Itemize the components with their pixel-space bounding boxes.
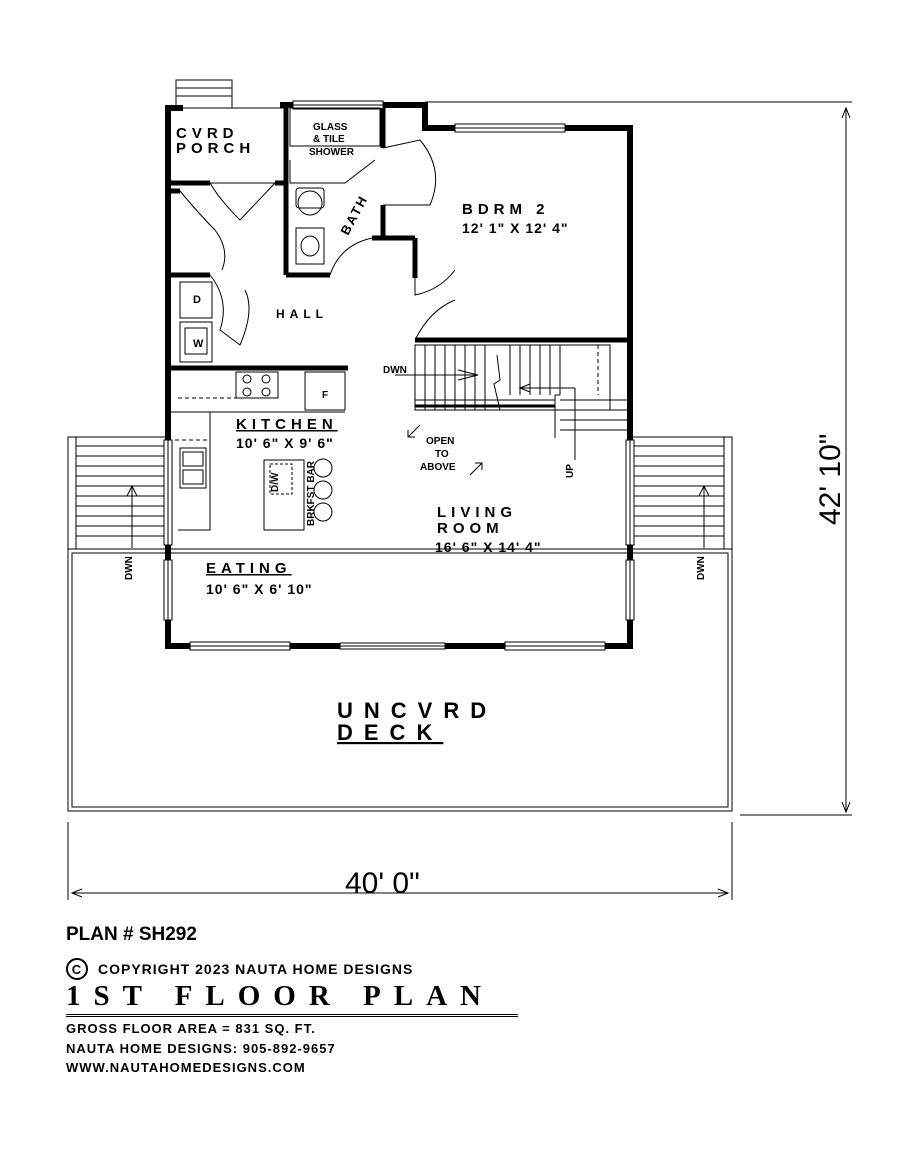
side-stairs-left: [67, 436, 169, 550]
open-above-line3: ABOVE: [420, 462, 456, 473]
dishwasher-label: D/W: [270, 472, 281, 492]
eating-size: 10' 6" X 6' 10": [206, 581, 313, 597]
doors: [179, 139, 456, 346]
deck-name-line2: DECK: [337, 720, 443, 745]
gross-floor-area: GROSS FLOOR AREA = 831 SQ. FT.: [66, 1021, 316, 1036]
copyright-symbol: C: [66, 958, 88, 980]
deck-name-line1: UNCVRD: [337, 698, 497, 723]
hall-label: HALL: [276, 307, 328, 321]
living-size: 16' 6" X 14' 4": [435, 539, 542, 555]
fridge-label: F: [322, 390, 328, 401]
bdrm2-size: 12' 1" X 12' 4": [462, 220, 569, 236]
shower-label-line2: & TILE: [313, 134, 345, 145]
bath-label: BATH: [337, 192, 370, 237]
dryer-label: D: [193, 294, 201, 306]
stair-up-label: UP: [565, 464, 576, 478]
stair-dwn-label: DWN: [383, 365, 407, 376]
copyright-line: C COPYRIGHT 2023 NAUTA HOME DESIGNS: [66, 958, 413, 980]
depth-dimension: 42' 10": [814, 434, 847, 525]
washer-label: W: [193, 338, 204, 350]
designer-website[interactable]: WWW.NAUTAHOMEDESIGNS.COM: [66, 1060, 306, 1075]
living-name-line1: LIVING: [437, 504, 517, 521]
left-stair-dwn-label: DWN: [124, 556, 135, 580]
deck-outline: [67, 548, 733, 812]
porch-area: [167, 79, 287, 184]
copyright-text: COPYRIGHT 2023 NAUTA HOME DESIGNS: [98, 961, 414, 977]
kitchen-fixtures: [168, 371, 346, 531]
central-stair: [395, 344, 630, 460]
living-name-line2: ROOM: [437, 520, 504, 537]
open-above-line2: TO: [435, 449, 449, 460]
width-dimension: 40' 0": [345, 867, 420, 900]
dimension-lines: [67, 101, 852, 900]
interior-walls: [168, 108, 630, 371]
side-stairs-right: [629, 436, 733, 550]
open-above-line1: OPEN: [426, 436, 454, 447]
bdrm2-name: BDRM 2: [462, 201, 550, 218]
kitchen-name: KITCHEN: [236, 416, 338, 433]
laundry-appliances: [179, 281, 213, 363]
plan-number: PLAN # SH292: [66, 924, 197, 945]
designer-phone: NAUTA HOME DESIGNS: 905-892-9657: [66, 1041, 336, 1056]
shower-label-line3: SHOWER: [309, 147, 355, 158]
eating-name: EATING: [206, 560, 292, 577]
bath-fixtures: [289, 107, 381, 265]
breakfast-bar-label: BRKFST BAR: [306, 460, 317, 526]
porch-label-line2: PORCH: [176, 140, 255, 157]
open-to-above-arrows: [407, 424, 483, 476]
floor-plan-title: 1ST FLOOR PLAN: [66, 980, 518, 1017]
kitchen-size: 10' 6" X 9' 6": [236, 435, 334, 451]
porch-label-line1: CVRD: [176, 125, 239, 142]
windows: [163, 100, 635, 651]
right-stair-dwn-label: DWN: [696, 556, 707, 580]
shower-label-line1: GLASS: [313, 122, 348, 133]
